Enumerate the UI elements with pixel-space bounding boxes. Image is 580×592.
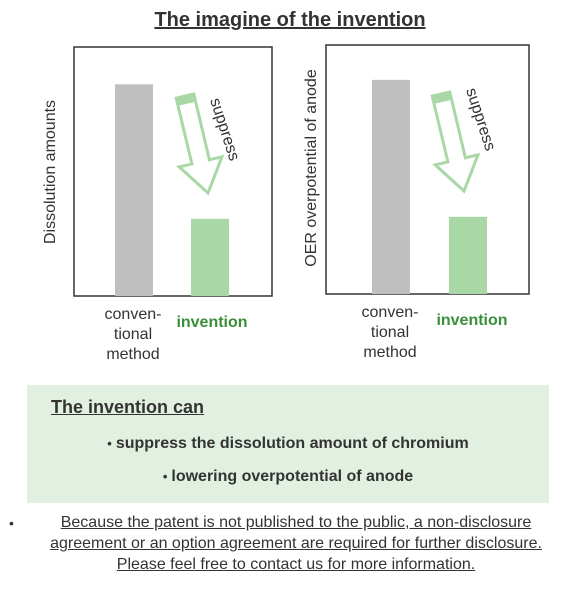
y-axis-label: Dissolution amounts [42, 100, 59, 244]
bar [191, 218, 229, 296]
suppress-arrow-icon [430, 90, 481, 194]
bullet-icon: • [162, 469, 168, 484]
annotation-suppress: suppress [462, 86, 498, 153]
bar [372, 79, 410, 294]
chart-frame [73, 46, 273, 297]
bar [449, 216, 487, 294]
arrow-tail [176, 93, 196, 106]
summary-item: •lowering overpotential of anode [27, 468, 549, 486]
arrow-tail [432, 91, 452, 104]
page-title: The imagine of the invention [154, 9, 426, 31]
footer-bullet-icon: • [9, 515, 14, 531]
bullet-icon: • [107, 436, 112, 451]
y-axis-label: OER overpotential of anode [303, 69, 320, 267]
suppress-arrow-icon [174, 92, 225, 196]
annotation-suppress: suppress [206, 96, 242, 163]
summary-item: •suppress the dissolution amount of chro… [27, 435, 549, 453]
footer-line: Because the patent is not published to t… [60, 514, 532, 531]
x-tick-label: invention [436, 312, 507, 329]
summary-panel: The invention can •suppress the dissolut… [27, 385, 549, 503]
footer-line: agreement or an option agreement are req… [50, 535, 542, 552]
summary-heading: The invention can [51, 397, 205, 417]
x-tick-label: invention [176, 314, 247, 331]
summary-item-text: lowering overpotential of anode [171, 468, 414, 485]
chart-frame [325, 44, 530, 295]
summary-item-text: suppress the dissolution amount of chrom… [115, 435, 469, 452]
bar [115, 84, 153, 296]
footer-line: Please feel free to contact us for more … [116, 556, 476, 573]
